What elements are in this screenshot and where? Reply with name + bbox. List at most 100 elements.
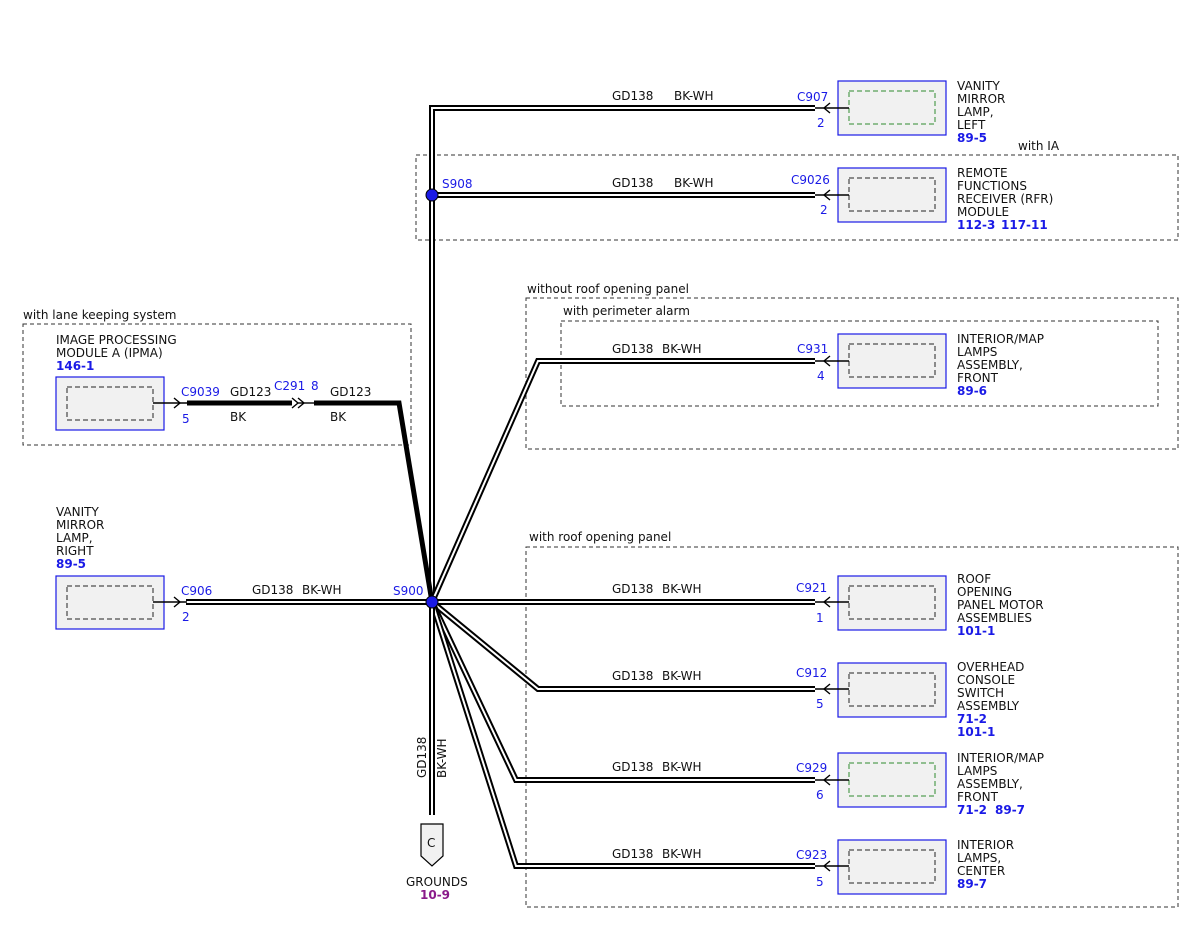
connector-c929-pin: 6 xyxy=(816,788,824,802)
connector-c9039-label: C9039 xyxy=(181,385,220,399)
component-vanity-mirror-lamp-right: C906 2 VANITY MIRROR LAMP, RIGHT 89-5 xyxy=(55,505,212,630)
component-image-processing-module-a: C9039 5 IMAGE PROCESSING MODULE A (IPMA)… xyxy=(55,333,220,431)
component-name-line: INTERIOR/MAP xyxy=(957,332,1044,346)
connector-c912-label: C912 xyxy=(796,666,827,680)
connector-c931-pin: 4 xyxy=(817,369,825,383)
component-name-line: ASSEMBLIES xyxy=(957,611,1032,625)
component-name-line: MODULE A (IPMA) xyxy=(56,346,163,360)
connector-c9026-label: C9026 xyxy=(791,173,830,187)
ipma-wire-circuit-label: GD123 xyxy=(230,385,271,399)
component-name-line: MIRROR xyxy=(957,92,1005,106)
wire-labels: GD138 BK-WH GD138 BK-WH GD138 BK-WH GD13… xyxy=(230,89,714,861)
component-name-line: MODULE xyxy=(957,205,1009,219)
splice-s908 xyxy=(425,188,439,202)
ground-label: GROUNDS xyxy=(406,875,468,889)
component-name-line: FRONT xyxy=(957,790,999,804)
wire-color-label: BK-WH xyxy=(674,89,714,103)
component-name-line: ROOF xyxy=(957,572,991,586)
component-page-ref: 89-5 xyxy=(56,557,86,571)
connector-c929-label: C929 xyxy=(796,761,827,775)
component-name-line: VANITY xyxy=(957,79,1000,93)
wire-color-label: BK-WH xyxy=(674,176,714,190)
splice-s908-label: S908 xyxy=(442,177,473,191)
c291-pin-label: 8 xyxy=(311,379,319,393)
component-interior-map-lamps-front-perimeter: C931 4 INTERIOR/MAP LAMPS ASSEMBLY, FRON… xyxy=(797,332,1044,398)
wire-circuit-label: GD138 xyxy=(612,760,653,774)
zone-with-roof-label: with roof opening panel xyxy=(529,530,671,544)
component-page-ref: 89-5 xyxy=(957,131,987,145)
component-roof-opening-panel-motor: C921 1 ROOF OPENING PANEL MOTOR ASSEMBLI… xyxy=(796,572,1044,638)
component-name-line: FUNCTIONS xyxy=(957,179,1027,193)
component-name-line: RECEIVER (RFR) xyxy=(957,192,1053,206)
component-name-line: PANEL MOTOR xyxy=(957,598,1044,612)
component-page-ref: 71-2 xyxy=(957,803,987,817)
component-name-line: LAMP, xyxy=(957,105,994,119)
component-page-ref: 101-1 xyxy=(957,725,995,739)
ipma-wire-color-label: BK xyxy=(230,410,247,424)
component-name-line: INTERIOR/MAP xyxy=(957,751,1044,765)
connector-c912-pin: 5 xyxy=(816,697,824,711)
zone-without-roof xyxy=(525,297,1179,450)
component-name-line: REMOTE xyxy=(957,166,1008,180)
wire-color-label: BK-WH xyxy=(662,342,702,356)
zone-with-roof xyxy=(525,546,1179,908)
wire-circuit-label: GD138 xyxy=(612,669,653,683)
connector-c921-pin: 1 xyxy=(816,611,824,625)
ipma-wire-color-label: BK xyxy=(330,410,347,424)
component-name-line: LAMP, xyxy=(56,531,93,545)
component-name-line: IMAGE PROCESSING xyxy=(56,333,177,347)
component-interior-lamps-center: C923 5 INTERIOR LAMPS, CENTER 89-7 xyxy=(796,838,1014,895)
zone-with-ia xyxy=(415,154,1179,241)
connector-c923-label: C923 xyxy=(796,848,827,862)
wire-circuit-label: GD138 xyxy=(612,582,653,596)
connector-c9039-pin: 5 xyxy=(182,412,190,426)
component-name-line: RIGHT xyxy=(56,544,94,558)
connector-c923-pin: 5 xyxy=(816,875,824,889)
component-name-line: SWITCH xyxy=(957,686,1004,700)
wire-circuit-label: GD138 xyxy=(612,847,653,861)
wire-color-label: BK-WH xyxy=(662,847,702,861)
component-page-ref: 71-2 xyxy=(957,712,987,726)
wire-circuit-label: GD138 xyxy=(612,342,653,356)
wire-color-label: BK-WH xyxy=(662,669,702,683)
wire-circuit-label: GD138 xyxy=(252,583,293,597)
ground-symbol-letter: C xyxy=(427,836,435,850)
component-name-line: LAMPS xyxy=(957,345,997,359)
component-vanity-mirror-lamp-left: C907 2 VANITY MIRROR LAMP, LEFT 89-5 xyxy=(797,79,1005,145)
wire-color-label: BK-WH xyxy=(662,760,702,774)
ground-wire-color-label: BK-WH xyxy=(435,738,449,778)
inline-connector-c291: C291 8 xyxy=(274,379,319,409)
c291-connector-label: C291 xyxy=(274,379,305,393)
component-name-line: CONSOLE xyxy=(957,673,1015,687)
component-interior-map-lamps-front-roof: C929 6 INTERIOR/MAP LAMPS ASSEMBLY, FRON… xyxy=(796,751,1044,817)
zone-perimeter-alarm xyxy=(560,320,1159,407)
connector-c931-label: C931 xyxy=(797,342,828,356)
connector-c907-label: C907 xyxy=(797,90,828,104)
component-page-ref: 117-11 xyxy=(1001,218,1048,232)
wire-color-label: BK-WH xyxy=(662,582,702,596)
component-page-ref: 89-6 xyxy=(957,384,987,398)
ground-wire-circuit-label: GD138 xyxy=(415,737,429,778)
component-name-line: INTERIOR xyxy=(957,838,1014,852)
zone-perimeter-alarm-label: with perimeter alarm xyxy=(563,304,690,318)
connector-c907-pin: 2 xyxy=(817,116,825,130)
component-name-line: FRONT xyxy=(957,371,999,385)
component-name-line: LEFT xyxy=(957,118,986,132)
component-name-line: CENTER xyxy=(957,864,1005,878)
connector-c906-label: C906 xyxy=(181,584,212,598)
zone-lane-keeping-label: with lane keeping system xyxy=(23,308,176,322)
component-name-line: MIRROR xyxy=(56,518,104,532)
zone-without-roof-label: without roof opening panel xyxy=(527,282,689,296)
component-page-ref: 112-3 xyxy=(957,218,995,232)
component-name-line: LAMPS, xyxy=(957,851,1001,865)
connector-c906-pin: 2 xyxy=(182,610,190,624)
zone-lane-keeping xyxy=(22,323,412,446)
wire-color-label: BK-WH xyxy=(302,583,342,597)
component-overhead-console-switch: C912 5 OVERHEAD CONSOLE SWITCH ASSEMBLY … xyxy=(796,660,1024,739)
component-page-ref: 89-7 xyxy=(957,877,987,891)
splice-s900 xyxy=(425,595,439,609)
wire-harness xyxy=(186,105,815,869)
ground-symbol: C GROUNDS 10-9 xyxy=(406,823,468,902)
component-page-ref: 146-1 xyxy=(56,359,94,373)
